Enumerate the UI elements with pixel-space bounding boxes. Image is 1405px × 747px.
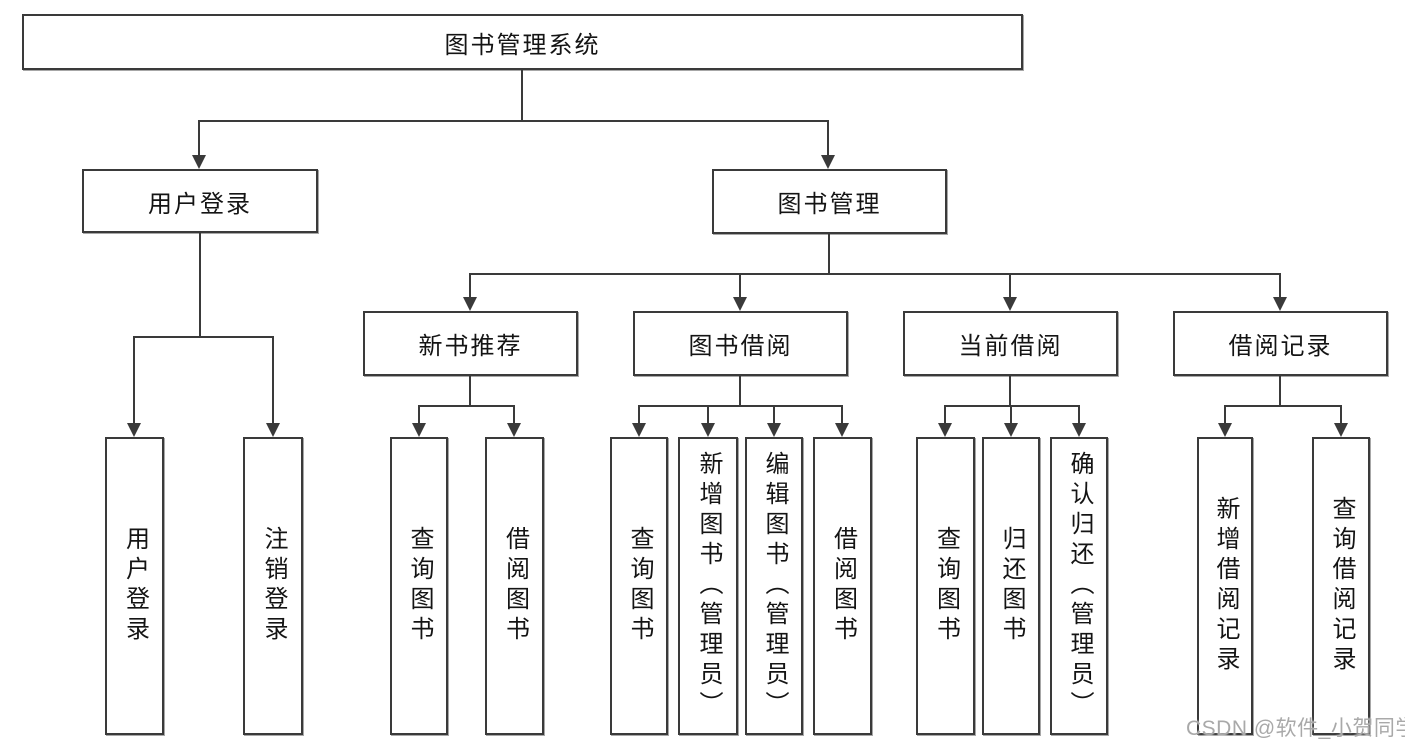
- leaf-logout: 注销登录: [243, 437, 303, 735]
- leaf-add-borrow-record: 新增借阅记录: [1197, 437, 1253, 735]
- leaf-return-books: 归还图书: [982, 437, 1040, 735]
- leaf-confirm-return-admin: 确认归还（管理员）: [1050, 437, 1108, 735]
- leaf-query-books-recommend: 查询图书: [390, 437, 448, 735]
- leaf-query-books-current: 查询图书: [916, 437, 975, 735]
- leaf-query-borrow-record: 查询借阅记录: [1312, 437, 1370, 735]
- node-book-management: 图书管理: [712, 169, 947, 234]
- csdn-watermark: CSDN @软件_小贺同学: [1186, 717, 1405, 740]
- node-current-borrowing: 当前借阅: [903, 311, 1118, 376]
- node-library-system: 图书管理系统: [22, 14, 1023, 70]
- leaf-query-books-borrowing: 查询图书: [610, 437, 668, 735]
- connector-strokes: [133, 69, 1342, 424]
- leaf-borrow-books-recommend: 借阅图书: [485, 437, 544, 735]
- leaf-edit-books-admin: 编辑图书（管理员）: [745, 437, 803, 735]
- node-new-book-recommendation: 新书推荐: [363, 311, 578, 376]
- leaf-user-login: 用户登录: [105, 437, 164, 735]
- leaf-borrow-books: 借阅图书: [813, 437, 872, 735]
- node-book-borrowing: 图书借阅: [633, 311, 848, 376]
- node-user-login: 用户登录: [82, 169, 318, 233]
- leaf-add-books-admin: 新增图书（管理员）: [678, 437, 738, 735]
- node-borrowing-records: 借阅记录: [1173, 311, 1388, 376]
